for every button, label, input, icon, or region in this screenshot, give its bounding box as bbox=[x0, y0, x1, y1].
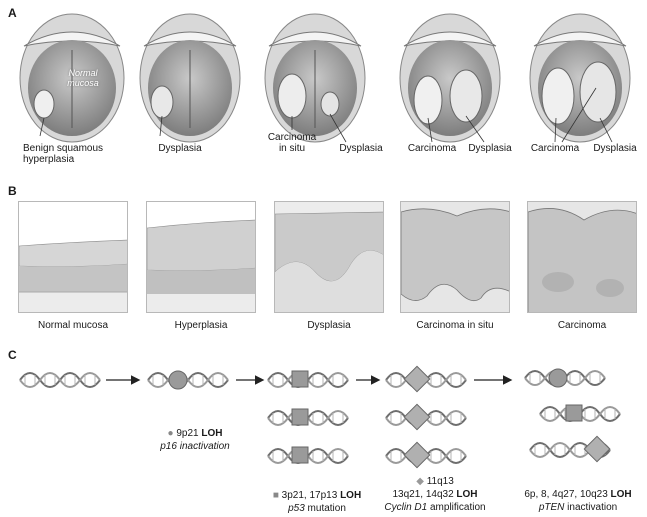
p16-circle-marker bbox=[169, 371, 187, 389]
label-dysplasia-1: Dysplasia bbox=[150, 143, 210, 154]
label-dysplasia-3: Dysplasia bbox=[463, 143, 517, 154]
diamond-bullet-icon: ◆ bbox=[416, 476, 424, 487]
label-dysplasia-2: Dysplasia bbox=[334, 143, 388, 154]
step4-locus: 11q13 bbox=[427, 476, 454, 487]
circle-bullet-icon: ● bbox=[168, 428, 174, 439]
step5-effect: inactivation bbox=[567, 502, 617, 513]
label-carcinoma-1: Carcinoma bbox=[402, 143, 462, 154]
panel-c-dna-progression bbox=[0, 350, 647, 475]
step2-gene: p16 bbox=[160, 441, 177, 452]
step5-gene: pTEN bbox=[539, 502, 565, 513]
stage-label-carcinoma: Carcinoma bbox=[517, 320, 647, 331]
mouth-carcinoma-in-situ bbox=[265, 14, 365, 142]
dna-helix-step2 bbox=[148, 373, 228, 387]
step2-gene-line: p16 inactivation bbox=[150, 441, 240, 453]
step3-gene-line: p53 mutation bbox=[258, 503, 376, 515]
step3-locus-line: ■ 3p21, 17p13 LOH bbox=[258, 490, 376, 502]
tissue-dysplasia bbox=[274, 201, 384, 313]
step4-locus2-line: 13q21, 14q32 LOH bbox=[370, 489, 500, 501]
step2-locus: 9p21 bbox=[176, 428, 198, 439]
label-carcinoma-2: Carcinoma bbox=[525, 143, 585, 154]
tissue-normal-mucosa bbox=[18, 201, 128, 313]
stage-label-normal-mucosa: Normal mucosa bbox=[8, 320, 138, 331]
step5-gene-line: pTEN inactivation bbox=[512, 502, 644, 514]
stage-label-dysplasia: Dysplasia bbox=[264, 320, 394, 331]
square-bullet-icon: ■ bbox=[273, 490, 279, 501]
mouth-dysplasia bbox=[140, 14, 240, 142]
dna-helix-step1 bbox=[20, 373, 100, 387]
mouth-carcinoma-1 bbox=[400, 14, 500, 142]
label-dysplasia-4: Dysplasia bbox=[588, 143, 642, 154]
step3-effect: mutation bbox=[308, 503, 346, 514]
normal-mucosa-overlay: Normal mucosa bbox=[58, 68, 108, 88]
step4-gene: Cyclin D1 bbox=[384, 502, 427, 513]
step3-locus: 3p21, 17p13 bbox=[282, 490, 338, 501]
step3-gene: p53 bbox=[288, 503, 305, 514]
step4-locus-line: ◆ 11q13 bbox=[380, 476, 490, 488]
tissue-carcinoma-in-situ bbox=[400, 201, 510, 313]
tissue-carcinoma bbox=[527, 201, 637, 313]
label-benign-squamous-hyperplasia: Benign squamous hyperplasia bbox=[23, 143, 113, 165]
step2-effect: inactivation bbox=[180, 441, 230, 452]
step3-event: LOH bbox=[340, 490, 361, 501]
step2-locus-line: ● 9p21 LOH bbox=[150, 428, 240, 440]
step4-event: LOH bbox=[456, 489, 477, 500]
step5-event: LOH bbox=[611, 489, 632, 500]
step2-event: LOH bbox=[201, 428, 222, 439]
panel-b-letter: B bbox=[8, 184, 17, 198]
stage-label-carcinoma-in-situ: Carcinoma in situ bbox=[390, 320, 520, 331]
dna-group-step4 bbox=[386, 366, 466, 467]
step4-gene-line: Cyclin D1 amplification bbox=[370, 502, 500, 514]
tissue-hyperplasia bbox=[146, 201, 256, 313]
dna-group-step5 bbox=[525, 369, 620, 462]
step5-locus-line: 6p, 8, 4q27, 10q23 LOH bbox=[512, 489, 644, 501]
stage-label-hyperplasia: Hyperplasia bbox=[136, 320, 266, 331]
step4-locus2: 13q21, 14q32 bbox=[392, 489, 453, 500]
step4-effect: amplification bbox=[430, 502, 486, 513]
step5-locus: 6p, 8, 4q27, 10q23 bbox=[524, 489, 607, 500]
dna-group-step3 bbox=[268, 371, 348, 463]
label-carcinoma-in-situ: Carcinoma in situ bbox=[264, 132, 320, 154]
mouth-carcinoma-2 bbox=[530, 14, 630, 142]
